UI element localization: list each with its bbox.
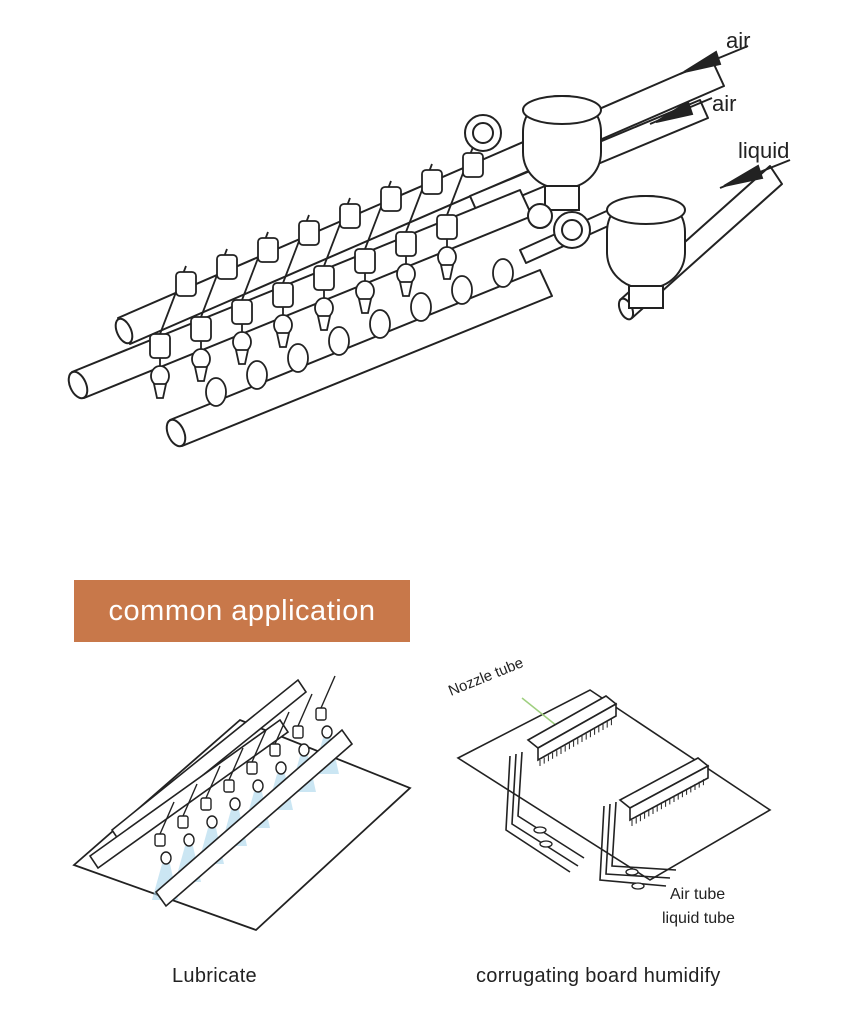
lubricate-nozzles (154, 675, 336, 865)
regulators (464, 95, 686, 309)
lubricate-caption: Lubricate (172, 965, 257, 987)
nozzle-bar-2 (618, 757, 710, 822)
lubricate-illustration (60, 660, 430, 950)
lubricate-lower-pipe (154, 728, 354, 908)
air-label-1: air (726, 28, 751, 53)
manifold-illustration (67, 45, 791, 448)
humidify-illustration: Nozzle tube Air tube liquid tube (440, 654, 820, 950)
air-tube-label: Air tube (670, 886, 726, 903)
section-banner: common application (74, 580, 410, 642)
flow-arrows (649, 45, 791, 189)
lubricate-drawing (72, 675, 412, 932)
nozzle-assemblies (149, 146, 514, 407)
humidify-drawing (456, 689, 772, 890)
corrugated-board (456, 689, 772, 881)
supply-tubes (505, 751, 677, 887)
liquid-label: liquid (738, 138, 790, 163)
tube-fittings (533, 826, 645, 890)
nozzle-teeth (539, 719, 704, 826)
humidify-caption: corrugating board humidify (476, 965, 721, 987)
liquid-tube-label: liquid tube (662, 910, 735, 927)
air-label-2: air (712, 91, 737, 116)
nozzle-bar-1 (526, 695, 618, 762)
top-manifold-diagram: air air liquid (0, 0, 866, 500)
